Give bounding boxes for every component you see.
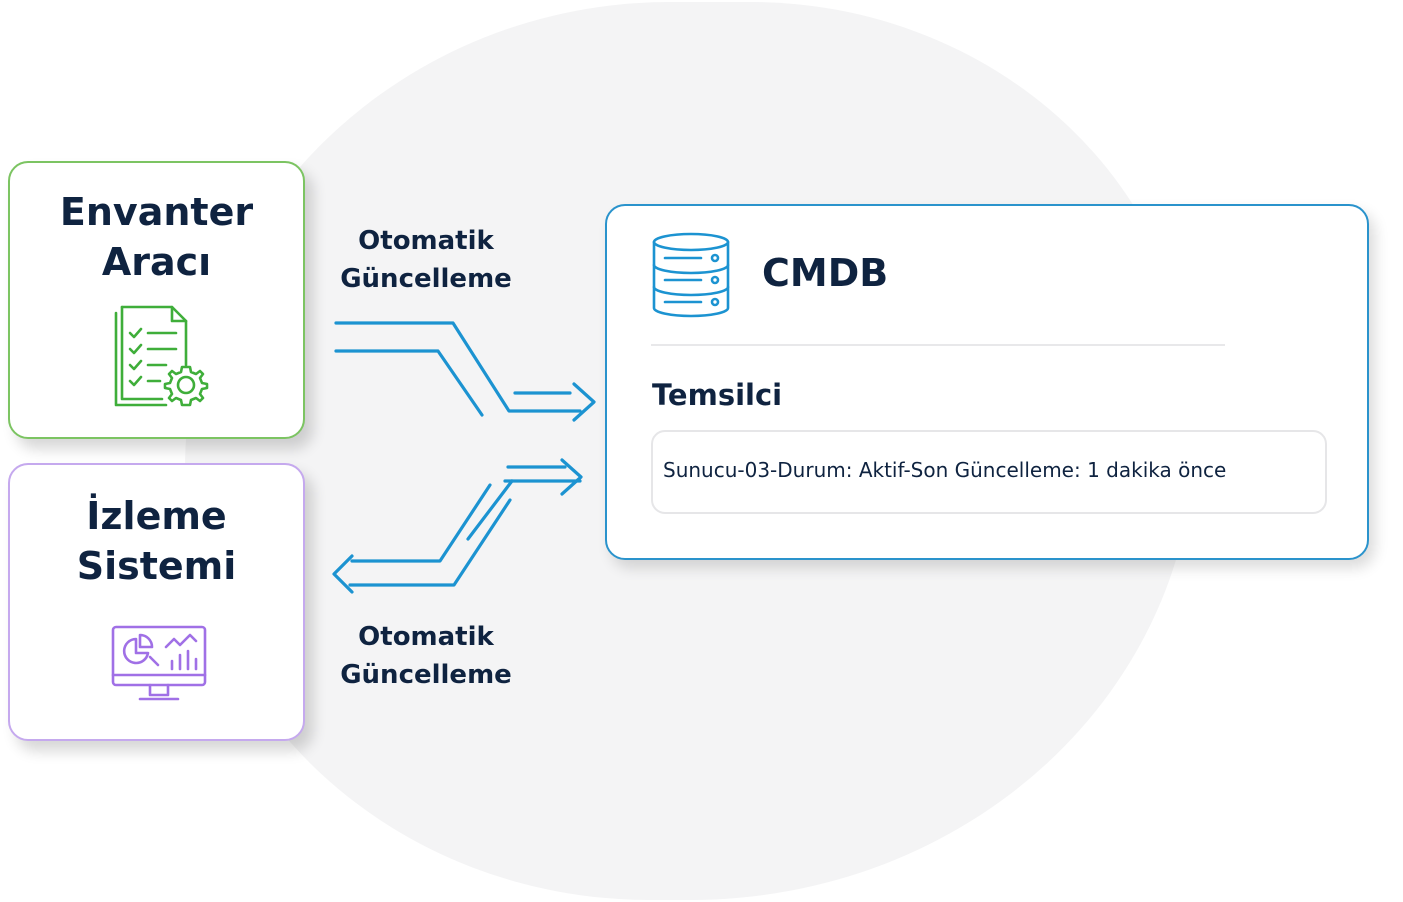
top-flow-label-line1: Otomatik [358,226,494,256]
bottom-flow-arrow [332,458,583,594]
cmdb-divider [651,344,1225,346]
checklist-gear-icon [106,305,216,413]
monitoring-system-card: İzleme Sistemi [8,463,305,741]
agent-status-text: Sunucu-03-Durum: Aktif-Son Güncelleme: 1… [663,458,1227,482]
inventory-title-line1: Envanter [59,190,254,234]
top-flow-arrow [334,321,596,422]
top-flow-label: Otomatik Güncelleme [306,222,546,298]
bottom-flow-label: Otomatik Güncelleme [306,618,546,694]
bottom-flow-label-line2: Güncelleme [340,660,512,690]
cmdb-panel: CMDB Temsilci Sunucu-03-Durum: Aktif-Son… [605,204,1369,560]
inventory-tool-card: Envanter Aracı [8,161,305,439]
monitoring-system-title: İzleme Sistemi [10,491,303,591]
bottom-flow-label-line1: Otomatik [358,622,494,652]
monitoring-title-line2: Sistemi [76,544,237,588]
agent-label: Temsilci [652,378,783,412]
agent-status-box: Sunucu-03-Durum: Aktif-Son Güncelleme: 1… [651,430,1327,514]
cmdb-title: CMDB [762,251,889,295]
top-flow-label-line2: Güncelleme [340,264,512,294]
inventory-title-line2: Aracı [101,240,212,284]
inventory-tool-title: Envanter Aracı [10,187,303,287]
database-icon [651,232,731,322]
monitoring-title-line1: İzleme [86,494,227,538]
dashboard-monitor-icon [110,625,208,709]
